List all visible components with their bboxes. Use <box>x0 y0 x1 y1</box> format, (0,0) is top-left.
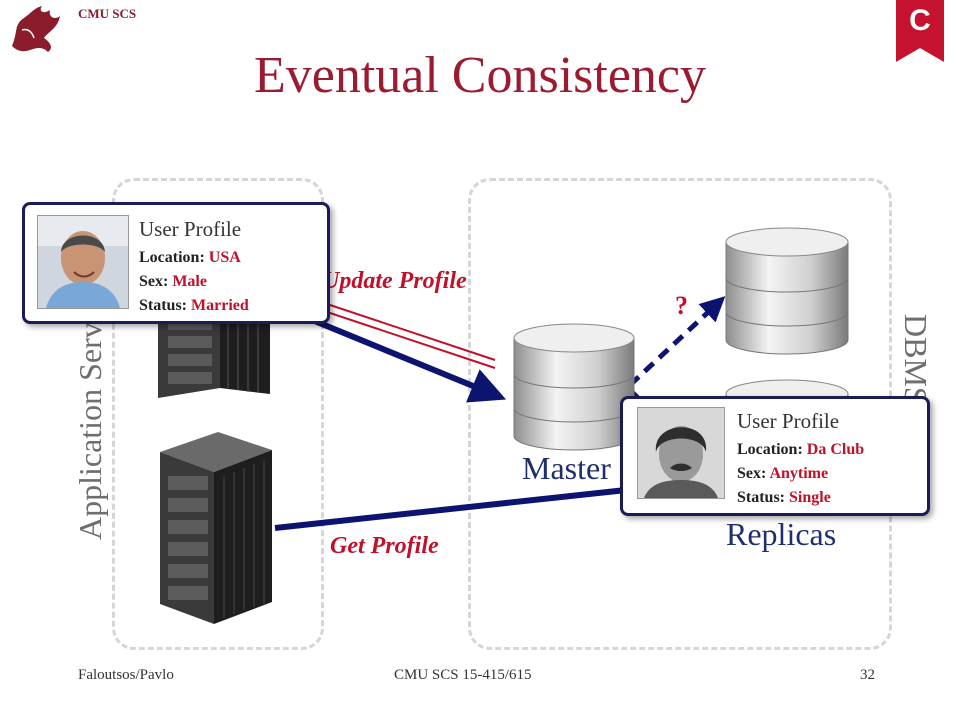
card-row-sex: Sex: Anytime <box>737 465 829 482</box>
person-photo-icon <box>637 407 725 499</box>
update-profile-label: Update Profile <box>322 268 467 294</box>
card-row-location: Location: USA <box>139 249 241 266</box>
database-cylinder-icon <box>513 323 635 451</box>
c-badge-icon: C <box>896 0 944 62</box>
database-cylinder-icon <box>725 227 849 355</box>
footer-page-number: 32 <box>860 667 875 683</box>
footer-authors: Faloutsos/Pavlo <box>78 667 174 683</box>
griffin-logo-icon <box>12 6 60 52</box>
get-profile-label: Get Profile <box>330 533 439 559</box>
org-label: CMU SCS <box>78 6 137 21</box>
card-title: User Profile <box>737 409 840 433</box>
replicas-label: Replicas <box>726 516 837 552</box>
app-servers-group <box>112 178 324 650</box>
card-row-location: Location: Da Club <box>737 441 865 458</box>
card-row-status: Status: Married <box>139 297 249 314</box>
profile-card-replica: User Profile Location: Da Club Sex: Anyt… <box>620 396 930 516</box>
replication-arrow <box>628 296 726 387</box>
card-row-status: Status: Single <box>737 489 831 506</box>
master-label: Master <box>522 450 611 486</box>
card-title: User Profile <box>139 217 242 241</box>
footer-course: CMU SCS 15-415/615 <box>394 667 532 683</box>
page-title: Eventual Consistency <box>253 47 707 104</box>
person-photo-icon <box>37 215 129 309</box>
server-rack-icon <box>160 432 272 624</box>
update-request-arrow <box>298 312 507 403</box>
unknown-sync-label: ? <box>675 291 688 320</box>
card-row-sex: Sex: Male <box>139 273 207 290</box>
profile-card-master: User Profile Location: USA Sex: Male Sta… <box>22 202 330 324</box>
badge-letter: C <box>909 4 931 37</box>
